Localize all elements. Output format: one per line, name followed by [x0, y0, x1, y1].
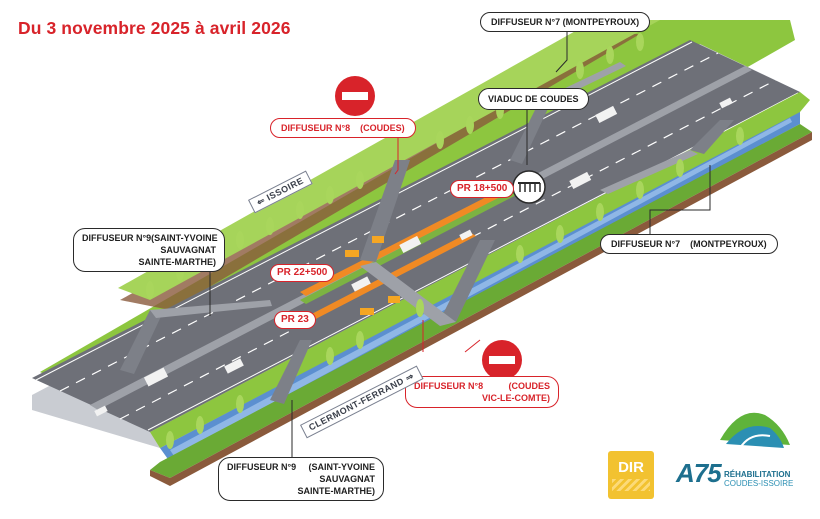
dir-logo-text: DIR — [618, 459, 644, 476]
callout-viaduc-coudes: VIADUC DE COUDES — [478, 88, 589, 110]
pr-marker-18-500: PR 18+500 — [450, 180, 515, 198]
callout-label: DIFFUSEUR N°7 (MONTPEYROUX) — [491, 17, 640, 27]
vehicles — [94, 97, 733, 417]
leader-lines-red — [394, 136, 481, 353]
callout-name: DIFFUSEUR N°8 — [281, 123, 351, 133]
pr-marker-23: PR 23 — [274, 311, 316, 329]
callout-label: VIADUC DE COUDES — [488, 94, 579, 104]
trees-near — [166, 127, 744, 449]
callout-place: (COUDES — [508, 381, 550, 391]
a75-logo-subtitle: COUDES-ISSOIRE — [724, 479, 794, 488]
callout-line: VIC-LE-COMTE) — [482, 393, 550, 403]
a75-logo-graphic — [720, 412, 790, 449]
callout-place: (MONTPEYROUX) — [690, 239, 767, 249]
callout-diffuseur-8-top: DIFFUSEUR N°8 (COUDES) — [270, 118, 416, 138]
callout-place: (COUDES) — [360, 123, 405, 133]
overpass-diffuseur-7 — [600, 120, 734, 194]
callout-name: DIFFUSEUR N°9 — [82, 233, 152, 243]
pr-marker-22-500: PR 22+500 — [270, 264, 335, 282]
bridge-icon — [512, 170, 546, 204]
a75-logo-text: A75 — [676, 458, 722, 488]
no-entry-icon — [482, 340, 522, 380]
callout-name: DIFFUSEUR N°9 — [227, 462, 297, 472]
callout-line: SAUVAGNAT — [319, 474, 375, 484]
works-zone-barrier — [300, 190, 506, 296]
callout-diffuseur-7-top: DIFFUSEUR N°7 (MONTPEYROUX) — [480, 12, 651, 32]
no-entry-icon — [335, 76, 375, 116]
callout-place: (SAINT-YVOINE — [308, 462, 375, 472]
a75-logo-rehab: RÉHABILITATION — [724, 470, 791, 479]
page-title: Du 3 novembre 2025 à avril 2026 — [18, 18, 291, 38]
river-light — [170, 118, 792, 456]
callout-diffuseur-9-left: DIFFUSEUR N°9(SAINT-YVOINE SAUVAGNAT SAI… — [73, 228, 225, 272]
dir-logo: DIR — [608, 451, 654, 499]
callout-line: SAINTE-MARTHE) — [138, 257, 217, 267]
callout-place: (SAINT-YVOINE — [151, 233, 218, 243]
callout-name: DIFFUSEUR N°8 — [414, 381, 484, 391]
callout-line: SAUVAGNAT — [160, 245, 216, 255]
callout-diffuseur-9-bottom: DIFFUSEUR N°9 (SAINT-YVOINE SAUVAGNAT SAI… — [218, 457, 384, 501]
near-grass-bottom — [150, 124, 812, 478]
callout-diffuseur-8-bottom: DIFFUSEUR N°8 (COUDES VIC-LE-COMTE) — [405, 376, 559, 408]
dir-logo-stripes — [612, 479, 650, 491]
callout-name: DIFFUSEUR N°7 — [611, 239, 681, 249]
callout-line: SAINTE-MARTHE) — [297, 486, 376, 496]
work-machines — [345, 236, 400, 315]
overpass-diffuseur-9 — [120, 300, 312, 404]
callout-diffuseur-7-right: DIFFUSEUR N°7 (MONTPEYROUX) — [600, 234, 778, 254]
